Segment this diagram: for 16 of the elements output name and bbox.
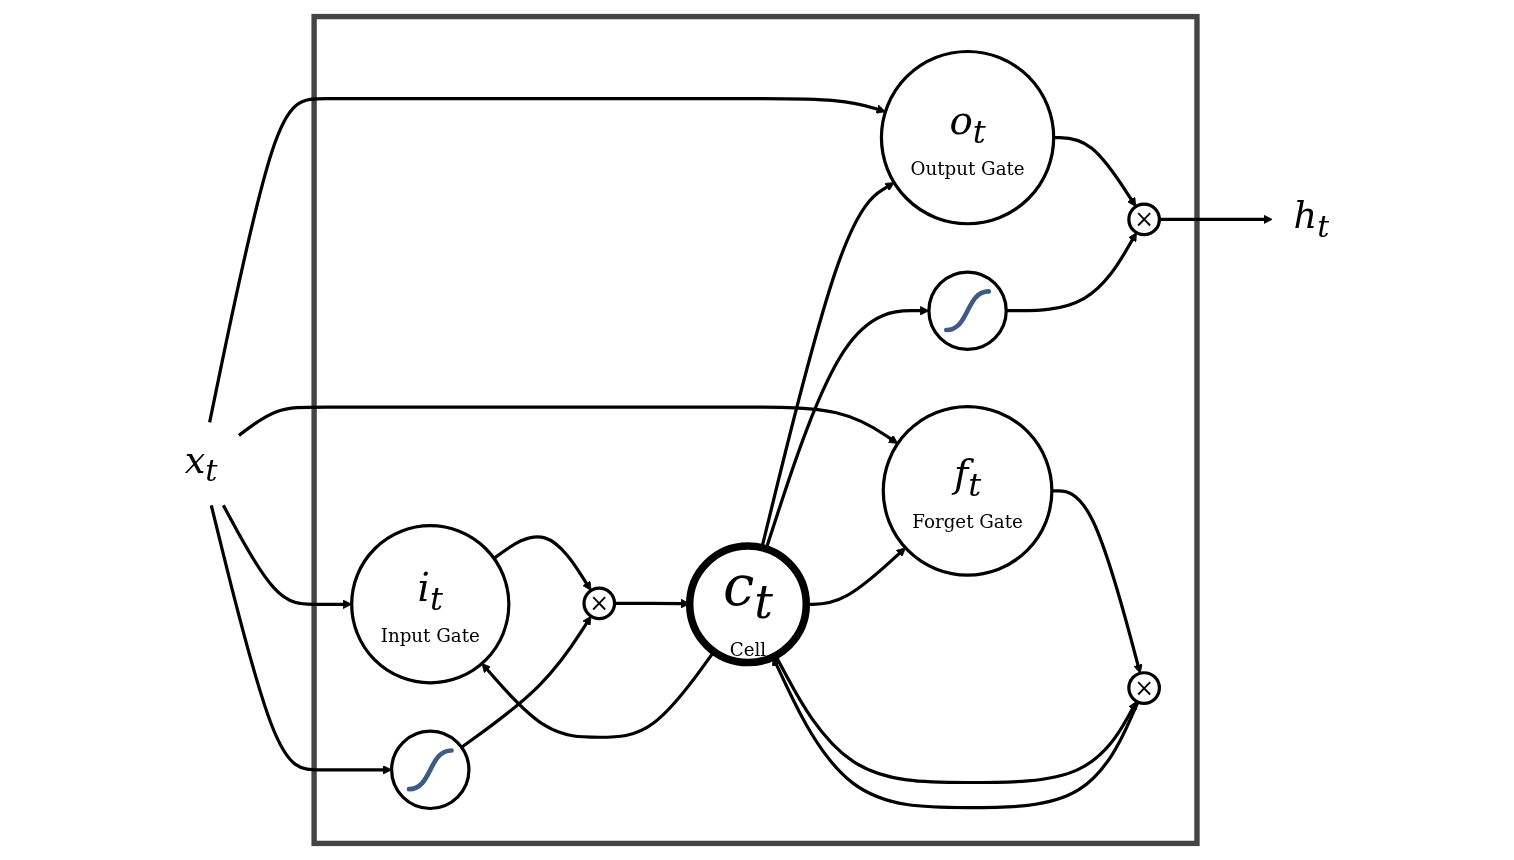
node-circle <box>390 729 471 811</box>
arrow <box>493 535 592 591</box>
node-text: h$_{t}$ <box>1293 194 1330 245</box>
node-circle: f$_{t}$ Forget Gate <box>881 404 1054 577</box>
node-circle: × <box>1127 202 1161 237</box>
node-circle: o$_{t}$ Output Gate <box>879 49 1056 226</box>
arrow <box>208 96 886 423</box>
arrow <box>772 656 1140 810</box>
node-circle: × <box>1127 671 1161 705</box>
node-circle: c$_{t}$ Cell <box>685 542 811 667</box>
arrow <box>237 405 899 444</box>
node-circle <box>927 270 1008 351</box>
node-circle: × <box>582 586 617 621</box>
node-text: x$_{t}$ <box>184 438 218 489</box>
arrow <box>460 615 592 749</box>
node-circle: i$_{t}$ Input Gate <box>350 524 511 685</box>
